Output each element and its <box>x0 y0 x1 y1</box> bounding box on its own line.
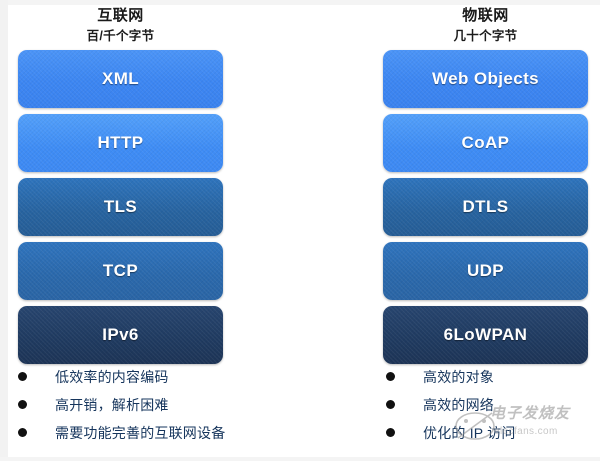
stack-layer-label: IPv6 <box>102 325 139 344</box>
column-internet-title: 互联网 <box>97 7 144 24</box>
stack-layer-6lowpan[interactable]: 6LoWPAN <box>383 306 588 364</box>
stack-layer-ipv6[interactable]: IPv6 <box>18 306 223 364</box>
column-iot-header: 物联网 几十个字节 <box>383 0 588 45</box>
bullet-dot-icon <box>18 400 27 409</box>
bullet-dot-icon <box>386 428 395 437</box>
canvas-bottom-edge <box>0 457 600 461</box>
bullet-dot-icon <box>18 428 27 437</box>
protocol-stack-internet: XML HTTP TLS TCP IPv6 <box>18 50 223 364</box>
stack-layer-label: Web Objects <box>431 69 540 88</box>
stack-layer-http[interactable]: HTTP <box>18 114 223 172</box>
stack-layer-label: DTLS <box>462 197 509 216</box>
bullet-item: 高效的网络 <box>378 394 600 422</box>
bullet-item: 需要功能完善的互联网设备 <box>10 422 300 450</box>
bullet-item: 优化的 IP 访问 <box>378 422 600 450</box>
bullet-text: 高效的对象 <box>423 369 494 385</box>
column-internet-subtitle: 百/千个字节 <box>86 29 155 43</box>
stack-layer-udp[interactable]: UDP <box>383 242 588 300</box>
bullet-list-internet: 低效率的内容编码 高开销，解析困难 需要功能完善的互联网设备 <box>10 366 300 450</box>
bullet-dot-icon <box>386 372 395 381</box>
stack-layer-label: CoAP <box>461 133 510 152</box>
bullet-text: 需要功能完善的互联网设备 <box>55 425 226 441</box>
bullet-item: 高开销，解析困难 <box>10 394 300 422</box>
stack-layer-xml[interactable]: XML <box>18 50 223 108</box>
stack-layer-label: TLS <box>103 197 138 216</box>
stack-layer-coap[interactable]: CoAP <box>383 114 588 172</box>
bullet-item: 高效的对象 <box>378 366 600 394</box>
canvas-left-edge <box>0 0 8 461</box>
stack-layer-label: UDP <box>466 261 505 280</box>
protocol-stack-iot: Web Objects CoAP DTLS UDP 6LoWPAN <box>383 50 588 364</box>
stack-layer-label: TCP <box>102 261 139 280</box>
column-iot-title: 物联网 <box>462 7 509 24</box>
column-iot: 物联网 几十个字节 Web Objects CoAP DTLS UDP 6LoW… <box>383 0 588 364</box>
stack-layer-dtls[interactable]: DTLS <box>383 178 588 236</box>
bullet-list-iot: 高效的对象 高效的网络 优化的 IP 访问 <box>378 366 600 450</box>
stack-layer-web-objects[interactable]: Web Objects <box>383 50 588 108</box>
canvas-top-edge <box>0 0 600 5</box>
stack-layer-label: XML <box>101 69 140 88</box>
bullet-dot-icon <box>386 400 395 409</box>
bullet-text: 低效率的内容编码 <box>55 369 169 385</box>
bullet-text: 高开销，解析困难 <box>55 397 169 413</box>
bullet-dot-icon <box>18 372 27 381</box>
bullet-text: 高效的网络 <box>423 397 494 413</box>
stack-layer-label: HTTP <box>97 133 144 152</box>
column-iot-subtitle: 几十个字节 <box>453 29 518 43</box>
stack-layer-label: 6LoWPAN <box>443 325 528 344</box>
column-internet: 互联网 百/千个字节 XML HTTP TLS TCP IPv6 <box>18 0 223 364</box>
stack-layer-tcp[interactable]: TCP <box>18 242 223 300</box>
bullet-item: 低效率的内容编码 <box>10 366 300 394</box>
bullet-text: 优化的 IP 访问 <box>423 425 516 441</box>
stack-layer-tls[interactable]: TLS <box>18 178 223 236</box>
column-internet-header: 互联网 百/千个字节 <box>18 0 223 45</box>
